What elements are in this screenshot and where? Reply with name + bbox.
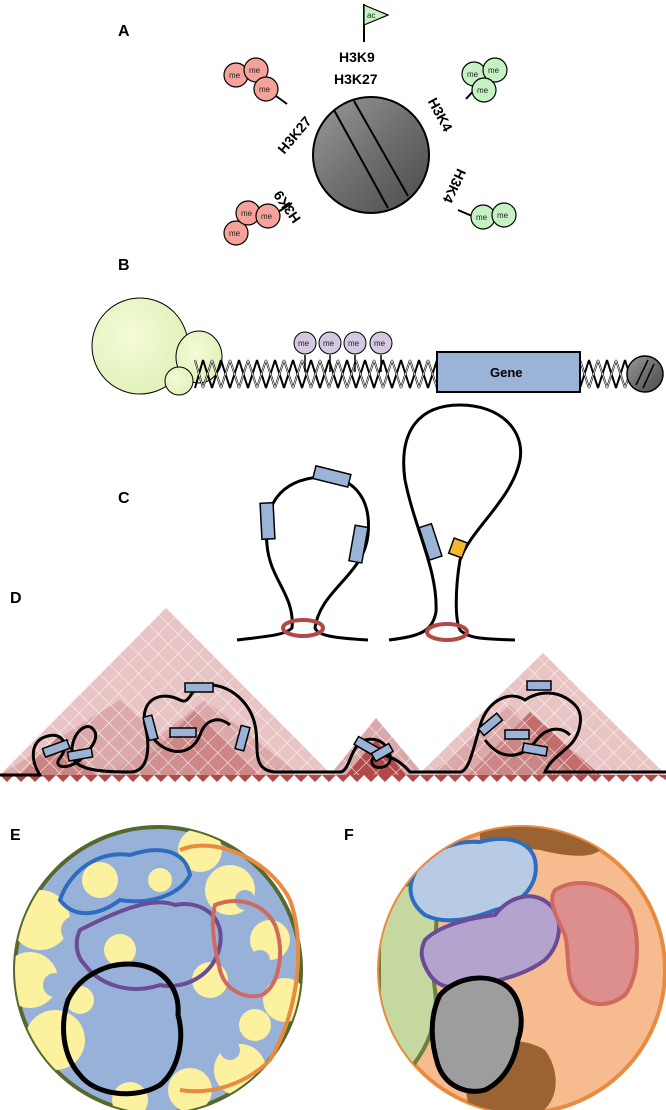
h3k4-dimethyl-group: me me H3K4: [440, 166, 517, 230]
dna-methyl-group: me me me me: [293, 331, 393, 372]
territory-brown: [480, 827, 600, 856]
loop-element-box: [418, 522, 443, 561]
h3k9-trimethyl-group: me me me H3K9: [223, 188, 304, 246]
ac-label: ac: [367, 11, 375, 20]
me-label: me: [374, 339, 386, 348]
acetyl-flag-icon: ac: [363, 4, 390, 42]
nucleosome-core: [312, 96, 430, 214]
territory-lightblue: [408, 837, 538, 923]
loop-right: [388, 403, 523, 642]
anchor-ring-right: [425, 622, 469, 642]
territory-gray: [429, 975, 524, 1094]
me-label: me: [348, 339, 360, 348]
territory-outline-orange: [179, 843, 301, 1094]
mark-h3k27-left: H3K27: [274, 113, 314, 157]
me-label: me: [229, 229, 241, 238]
h3k27-trimethyl-group: me me me H3K27: [223, 57, 315, 157]
territory-outline-red: [210, 899, 283, 999]
mark-h3k4-lower: H3K4: [440, 166, 470, 205]
tad-element-boxes: [41, 680, 552, 763]
me-label: me: [477, 86, 489, 95]
territory-purple: [419, 894, 562, 990]
gene-box: Gene: [436, 351, 581, 393]
loop-element-box: [259, 501, 276, 541]
me-label: me: [298, 339, 310, 348]
loop-element-box: [311, 464, 352, 489]
panel-label-d: D: [10, 590, 22, 607]
gene-label: Gene: [490, 365, 523, 380]
territory-red: [550, 880, 639, 1006]
panel-label-c: C: [118, 490, 130, 507]
mark-h3k4-upper: H3K4: [425, 95, 456, 134]
panel-d-tads: [0, 608, 666, 782]
anchor-ring-left: [281, 618, 325, 638]
me-label: me: [488, 66, 500, 75]
me-label: me: [467, 70, 479, 79]
h3k4-trimethyl-group: me me me H3K4: [425, 57, 508, 134]
me-label: me: [249, 66, 261, 75]
me-label: me: [241, 209, 253, 218]
me-label: me: [259, 85, 271, 94]
territory-outline-purple: [74, 900, 223, 991]
loop-element-box: [348, 524, 369, 564]
territory-outline-blue: [57, 848, 193, 916]
panel-label-e: E: [10, 827, 21, 844]
panel-a-histone-marks: ac H3K9 H3K27 me me me H3K27 me: [223, 4, 517, 246]
panel-b-dna-gene: me me me me Gene: [91, 297, 664, 396]
transcription-complex: [91, 297, 223, 396]
territory-outline-black: [61, 961, 184, 1097]
nucleosome-small: [626, 355, 664, 393]
top-mark-h3k9: H3K9: [339, 49, 375, 65]
me-label: me: [497, 211, 509, 220]
panel-f-territories-nucleus: [377, 825, 666, 1110]
top-mark-h3k27: H3K27: [334, 71, 378, 87]
me-label: me: [476, 213, 488, 222]
panel-label-f: F: [344, 827, 354, 844]
ctcf-site-box: [447, 537, 469, 559]
me-label: me: [261, 212, 273, 221]
me-label: me: [229, 71, 241, 80]
panel-label-a: A: [118, 23, 130, 40]
me-label: me: [323, 339, 335, 348]
panel-label-b: B: [118, 257, 130, 274]
panel-e-intermixed-nucleus: [13, 825, 303, 1110]
panel-c-chromatin-loops: [236, 403, 523, 642]
chromatin-fiber: [0, 683, 666, 777]
